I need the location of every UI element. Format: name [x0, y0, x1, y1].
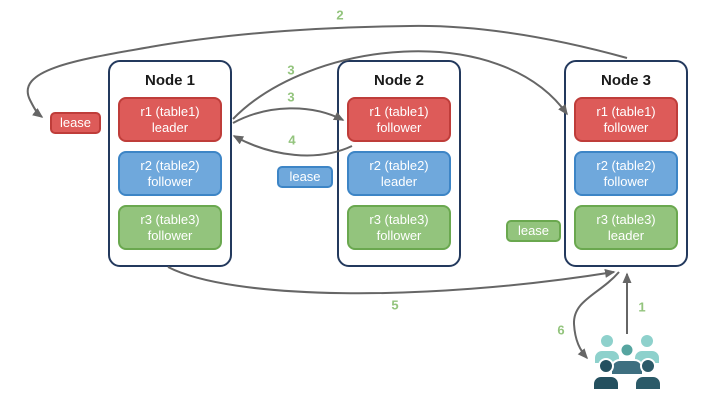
- step-label-5: 5: [391, 297, 399, 313]
- replica-label: r1 (table1): [140, 103, 200, 119]
- step-label-1: 1: [638, 299, 646, 315]
- node-1-title: Node 1: [144, 72, 195, 89]
- lease-badge-green: lease: [506, 220, 561, 242]
- lease-badge-blue: lease: [277, 166, 333, 188]
- replica-label: r3 (table3): [596, 211, 656, 227]
- replica-role: follower: [376, 119, 422, 135]
- node-1-replica-r1: r1 (table1) leader: [118, 97, 222, 142]
- replica-label: r2 (table2): [369, 157, 429, 173]
- node-3-title: Node 3: [600, 72, 651, 89]
- replica-role: follower: [147, 227, 193, 243]
- arrow-step-6: [572, 271, 620, 360]
- node-2-title: Node 2: [373, 72, 424, 89]
- node-2-replica-r3: r3 (table3) follower: [347, 205, 451, 250]
- replica-role: leader: [607, 227, 645, 243]
- replica-role: follower: [147, 173, 193, 189]
- users-group-icon: [592, 333, 662, 391]
- node-2-replica-r1: r1 (table1) follower: [347, 97, 451, 142]
- replica-label: r3 (table3): [369, 211, 429, 227]
- arrow-step-5: [167, 266, 616, 295]
- node-2-replica-r2: r2 (table2) leader: [347, 151, 451, 196]
- replica-role: leader: [380, 173, 418, 189]
- step-label-4: 4: [288, 132, 296, 148]
- step-label-3b: 3: [287, 89, 295, 105]
- step-label-2: 2: [336, 7, 344, 23]
- node-1-replica-r3: r3 (table3) follower: [118, 205, 222, 250]
- replica-role: follower: [603, 119, 649, 135]
- replica-label: r2 (table2): [596, 157, 656, 173]
- step-label-6: 6: [557, 322, 565, 338]
- node-1-box: Node 1 r1 (table1) leader r2 (table2) fo…: [108, 60, 232, 267]
- replica-role: leader: [151, 119, 189, 135]
- node-3-replica-r2: r2 (table2) follower: [574, 151, 678, 196]
- replica-label: r3 (table3): [140, 211, 200, 227]
- replica-role: follower: [376, 227, 422, 243]
- replica-label: r1 (table1): [369, 103, 429, 119]
- node-3-box: Node 3 r1 (table1) follower r2 (table2) …: [564, 60, 688, 267]
- node-1-replica-r2: r2 (table2) follower: [118, 151, 222, 196]
- arrow-step-3-to-node2: [232, 107, 345, 124]
- lease-badge-red: lease: [50, 112, 101, 134]
- step-label-3a: 3: [287, 62, 295, 78]
- replica-label: r1 (table1): [596, 103, 656, 119]
- node-2-box: Node 2 r1 (table1) follower r2 (table2) …: [337, 60, 461, 267]
- replica-role: follower: [603, 173, 649, 189]
- node-3-replica-r3: r3 (table3) leader: [574, 205, 678, 250]
- replica-label: r2 (table2): [140, 157, 200, 173]
- node-3-replica-r1: r1 (table1) follower: [574, 97, 678, 142]
